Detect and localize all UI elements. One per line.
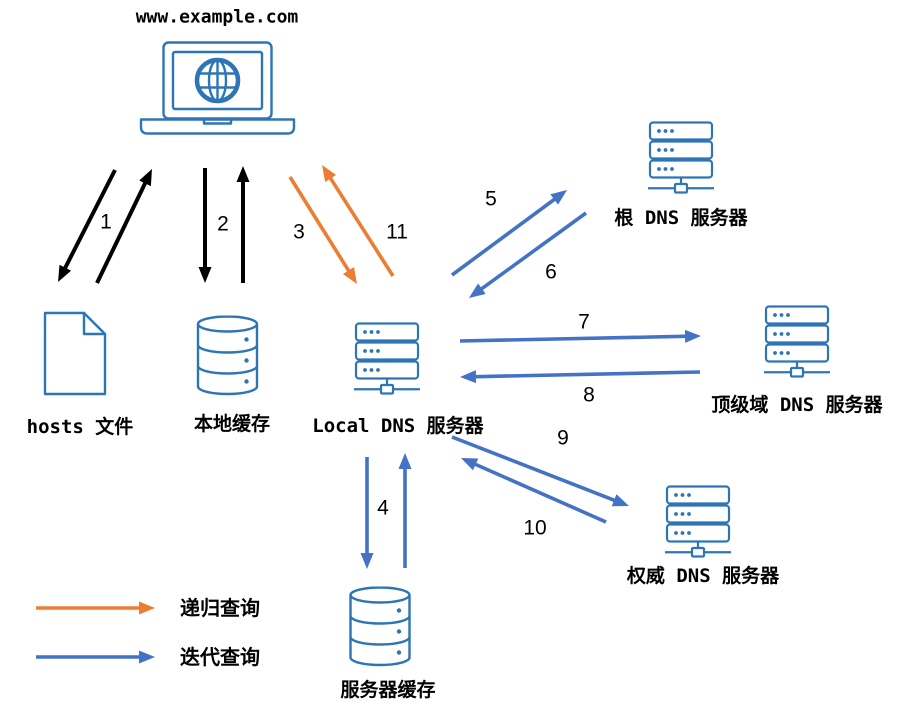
step-label-6: 6 — [545, 261, 557, 284]
step-label-3: 3 — [293, 221, 305, 244]
laptop-icon — [139, 41, 296, 135]
legend: 递归查询 迭代查询 — [36, 596, 260, 669]
arrow-step-8 — [460, 370, 701, 384]
arrow-step-11 — [322, 164, 395, 277]
arrow-step-1-to-client — [95, 168, 152, 284]
laptop-base-notch — [202, 118, 233, 125]
file-body — [43, 311, 107, 396]
arrow-step-10 — [461, 457, 607, 524]
step-label-8: 8 — [583, 384, 595, 407]
authoritative-dns-label: 权威 DNS 服务器 — [626, 564, 780, 587]
step-label-9: 9 — [557, 427, 569, 450]
arrow-step-9 — [451, 435, 629, 507]
arrow-step-3 — [288, 176, 357, 285]
globe-icon — [194, 57, 241, 104]
domain-name-title: www.example.com — [136, 7, 299, 28]
step-label-4: 4 — [377, 497, 389, 520]
laptop-base — [139, 118, 296, 135]
authoritative-dns-server-icon — [665, 485, 731, 558]
local-cache-database-icon — [196, 315, 259, 396]
arrow-step-7 — [459, 329, 701, 343]
arrow-step-1-to-hosts — [58, 169, 117, 282]
legend-recursive-label: 递归查询 — [180, 596, 260, 620]
root-dns-server-icon — [648, 121, 714, 194]
step-label-7: 7 — [578, 311, 590, 334]
step-label-1: 1 — [100, 211, 112, 234]
file-folded-corner — [82, 311, 107, 336]
step-label-10: 10 — [523, 517, 546, 540]
root-dns-label: 根 DNS 服务器 — [614, 206, 748, 229]
arrow-step-5 — [450, 190, 568, 277]
step-label-2: 2 — [217, 213, 229, 236]
local-cache-label: 本地缓存 — [194, 412, 270, 435]
server-cache-database-icon — [349, 586, 411, 667]
server-cache-label: 服务器缓存 — [340, 678, 435, 701]
hosts-file-icon — [43, 311, 107, 396]
local-dns-label: Local DNS 服务器 — [312, 414, 484, 437]
hosts-file-label: hosts 文件 — [27, 415, 134, 438]
arrow-step-6 — [468, 211, 588, 299]
step-label-5: 5 — [485, 188, 497, 211]
tld-dns-server-icon — [764, 305, 830, 378]
local-dns-server-icon — [354, 322, 420, 395]
legend-iterative-label: 迭代查询 — [180, 645, 260, 669]
step-label-11: 11 — [386, 221, 408, 244]
tld-dns-label: 顶级域 DNS 服务器 — [711, 393, 883, 416]
laptop-screen-display — [171, 50, 264, 111]
